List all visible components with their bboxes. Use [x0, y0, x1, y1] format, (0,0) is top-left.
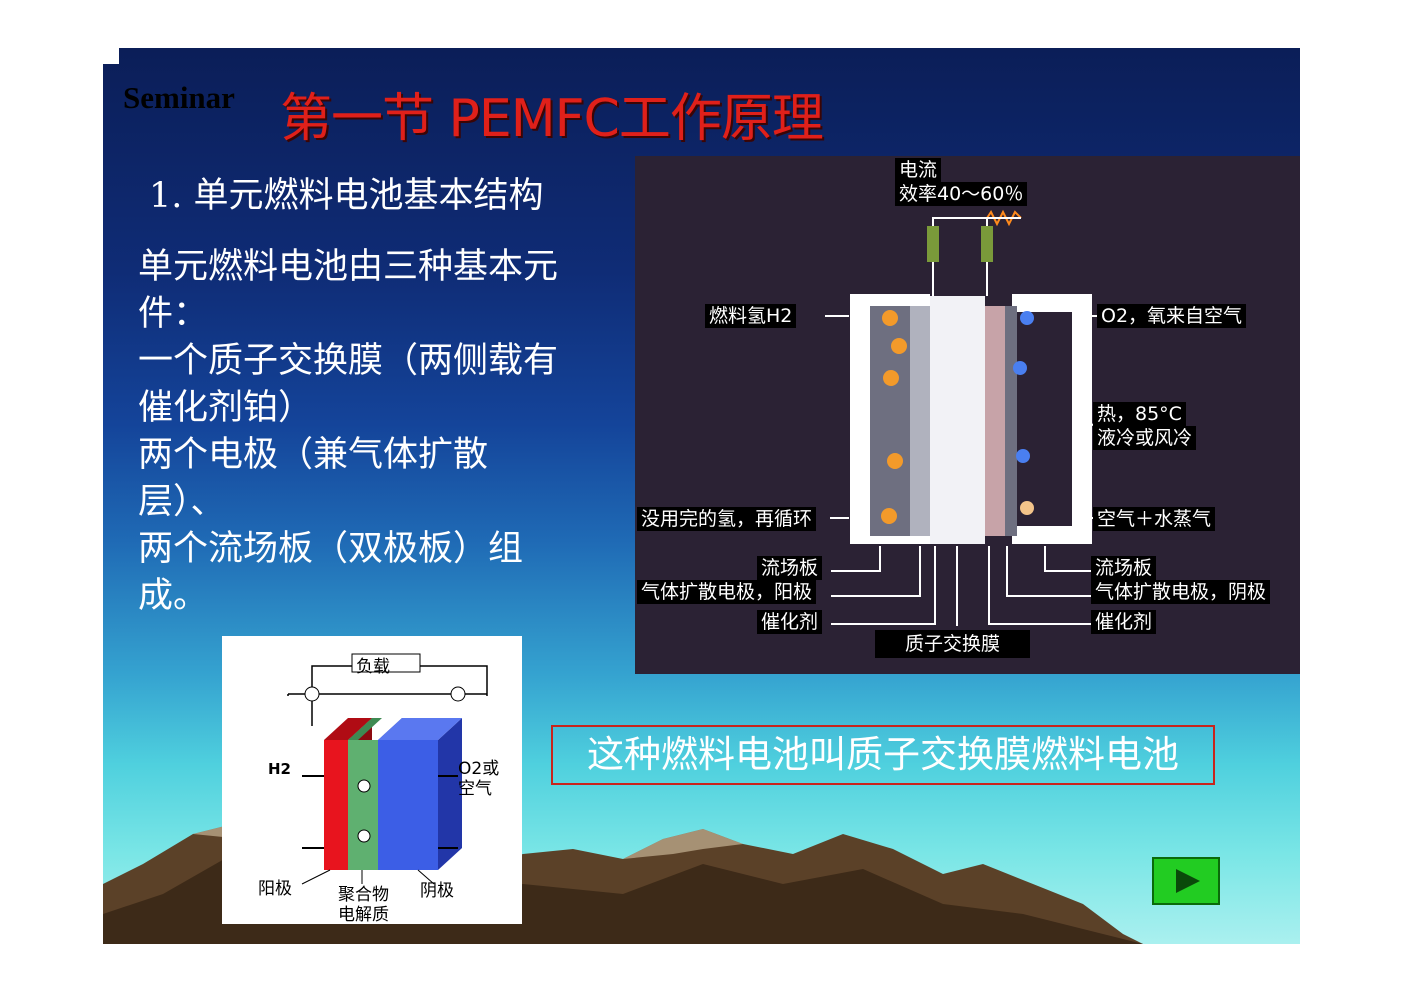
body-line: 件：: [138, 294, 209, 334]
heat-label: 热，85°C: [1093, 402, 1186, 426]
slide: Seminar 第一节 PEMFC工作原理 1. 单元燃料电池基本结构 单元燃料…: [103, 48, 1300, 944]
flow-plate-left-label: 流场板: [757, 556, 823, 580]
h2-label: H2: [268, 760, 291, 778]
body-line: 催化剂铂）: [138, 388, 314, 428]
fuel-cell-diagram: 电流 效率40～60％ 燃料氢H2 O2，氧来自空气 热，85°C 液冷或风冷 …: [635, 156, 1300, 674]
o2-label: O2或: [458, 759, 500, 779]
unused-hydrogen-label: 没用完的氢，再循环: [637, 507, 817, 531]
electrolyte-label: 聚合物: [338, 885, 389, 905]
small-fuel-cell-figure: 负载 H2 O2或 空气 阳极 聚合物 电解质 阴极: [222, 636, 522, 925]
oxygen-air-label: O2，氧来自空气: [1097, 304, 1247, 328]
electrolyte-label-2: 电解质: [338, 905, 389, 925]
air-label: 空气: [458, 779, 492, 799]
next-slide-button[interactable]: [1152, 857, 1220, 905]
current-label: 电流: [895, 158, 942, 182]
seminar-label: Seminar: [123, 80, 235, 115]
anode-label: 阳极: [258, 879, 292, 899]
pemfc-callout: 这种燃料电池叫质子交换膜燃料电池: [551, 725, 1215, 785]
catalyst-right-label: 催化剂: [1091, 610, 1157, 634]
flow-plate-right-label: 流场板: [1091, 556, 1157, 580]
fuel-hydrogen-label: 燃料氢H2: [705, 304, 797, 328]
efficiency-label: 效率40～60％: [895, 182, 1028, 206]
body-line: 两个电极（兼气体扩散: [138, 435, 489, 475]
body-line: 单元燃料电池由三种基本元: [138, 247, 559, 287]
body-text: 单元燃料电池由三种基本元 件： 一个质子交换膜（两侧载有 催化剂铂） 两个电极（…: [138, 244, 628, 620]
membrane-label: 质子交换膜: [875, 630, 1031, 658]
slide-title: 第一节 PEMFC工作原理: [280, 89, 824, 149]
play-arrow-icon: [1176, 869, 1200, 893]
corner-notch: [103, 48, 119, 64]
fuel-cell-illustration: [825, 209, 1109, 626]
body-line: 成。: [138, 576, 209, 616]
body-line: 一个质子交换膜（两侧载有: [138, 341, 559, 381]
anode-electrode-label: 气体扩散电极，阳极: [637, 580, 817, 604]
section-subheading: 1. 单元燃料电池基本结构: [149, 176, 544, 216]
catalyst-left-label: 催化剂: [757, 610, 823, 634]
air-vapor-label: 空气＋水蒸气: [1093, 507, 1216, 531]
body-line: 层）、: [138, 482, 226, 522]
cooling-label: 液冷或风冷: [1093, 426, 1197, 450]
cell-stack-illustration: [287, 653, 488, 885]
body-line: 两个流场板（双极板）组: [138, 529, 524, 569]
cathode-electrode-label: 气体扩散电极，阴极: [1091, 580, 1271, 604]
load-label: 负载: [356, 657, 390, 677]
cathode-label: 阴极: [420, 881, 454, 901]
